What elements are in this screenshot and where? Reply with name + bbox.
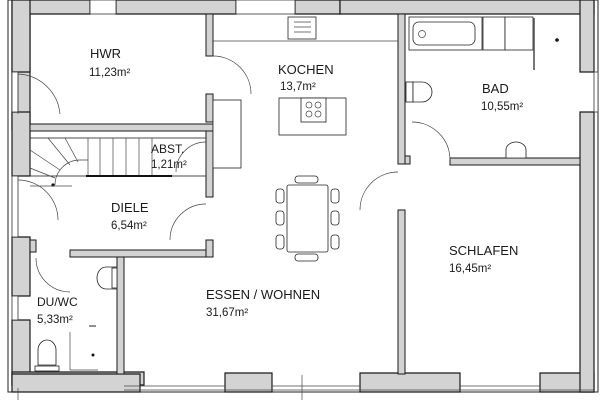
kitchen-counter	[212, 16, 398, 169]
room-kochen-area: 13,7m²	[280, 81, 316, 93]
room-duwc-name: DU/WC	[37, 295, 78, 309]
room-hwr: HWR 11,23m²	[89, 46, 131, 79]
room-abst: ABST. 1,21m²	[151, 142, 187, 171]
room-essen-area: 31,67m²	[206, 307, 248, 319]
room-kochen: KOCHEN 13,7m²	[278, 62, 334, 93]
outer-wall	[7, 0, 599, 393]
room-kochen-name: KOCHEN	[278, 62, 334, 77]
room-abst-area: 1,21m²	[151, 159, 187, 171]
room-bad-area: 10,55m²	[481, 101, 523, 113]
room-bad-name: BAD	[482, 81, 509, 96]
interior-walls	[29, 13, 581, 375]
room-schlafen-area: 16,45m²	[449, 263, 491, 275]
wc-fixtures	[34, 266, 118, 372]
kitchen-island	[278, 97, 347, 136]
bath-sink	[505, 141, 527, 159]
room-schlafen: SCHLAFEN 16,45m²	[449, 243, 518, 275]
staircase	[29, 137, 207, 187]
room-essen-name: ESSEN / WOHNEN	[206, 287, 320, 302]
room-diele: DIELE 6,54m²	[111, 200, 149, 232]
room-diele-area: 6,54m²	[111, 220, 147, 232]
room-diele-name: DIELE	[111, 200, 149, 215]
room-hwr-area: 11,23m²	[89, 67, 131, 79]
room-duwc: DU/WC 5,33m²	[37, 295, 78, 326]
room-duwc-area: 5,33m²	[37, 314, 73, 326]
bathtub	[408, 16, 483, 51]
room-bad: BAD 10,55m²	[481, 81, 523, 113]
bath-toilet	[405, 81, 433, 103]
doors	[17, 55, 451, 293]
room-hwr-name: HWR	[90, 46, 121, 61]
bath-cabinets	[482, 16, 559, 70]
dining-table	[275, 175, 340, 262]
dimension-ticks	[17, 375, 303, 400]
windows	[11, 0, 599, 391]
room-schlafen-name: SCHLAFEN	[449, 243, 518, 258]
room-abst-name: ABST.	[151, 142, 184, 156]
room-essen-wohnen: ESSEN / WOHNEN 31,67m²	[206, 287, 320, 319]
